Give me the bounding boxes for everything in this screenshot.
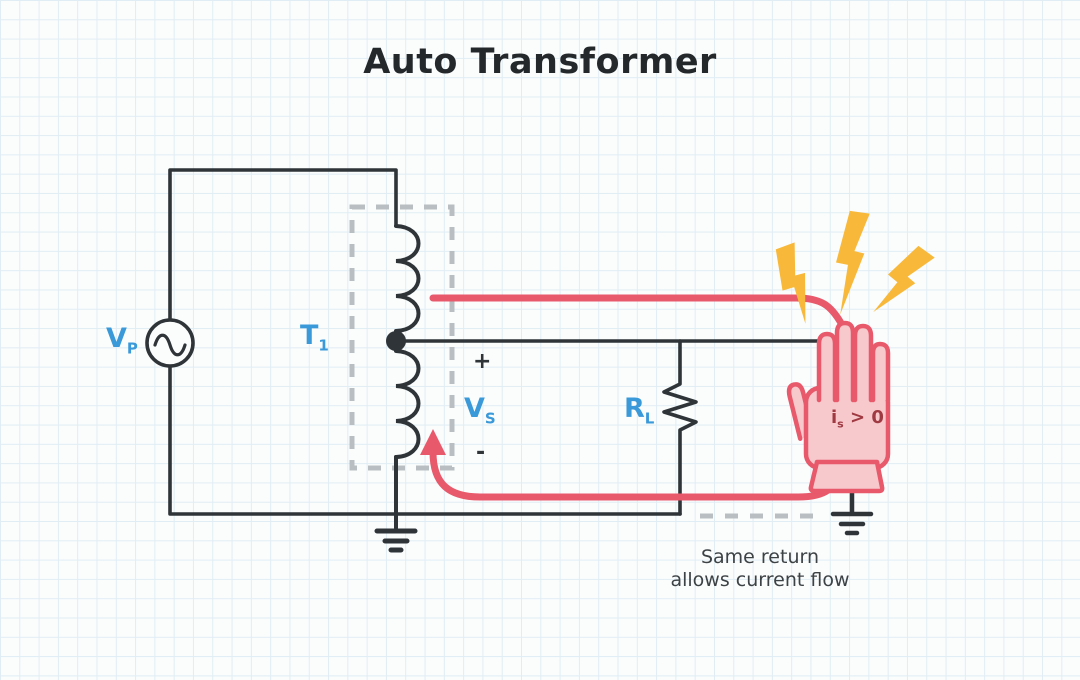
hand-finger-1 [816,331,838,403]
label-is-sub: s [837,417,844,431]
coil-upper-winding [394,224,421,333]
page-title: Auto Transformer [363,42,717,82]
caption-same-return: Same return allows current flow [650,546,870,592]
label-minus: - [476,440,486,465]
hot-current-path [429,294,853,339]
sine-wave-icon [153,333,187,357]
lightning-bolt-right-icon [873,245,935,313]
label-t1-main: T [300,320,319,351]
label-is-rest: > 0 [843,407,884,428]
ground-symbol-transformer [374,528,418,553]
label-plus: + [473,349,492,374]
shock-lightning [775,210,935,324]
label-vp-main: V [106,323,127,354]
label-vp-sub: P [126,339,138,358]
caption-line-2: allows current flow [670,568,850,591]
label-vs-main: V [464,393,485,424]
hand-finger-4 [870,341,891,403]
label-secondary-voltage: VS [464,393,496,427]
hand-cuff [808,459,885,494]
wire-bottom [168,364,682,516]
load-resistor [662,339,698,516]
label-vs-sub: S [484,409,496,428]
enclosure-dashed-box [349,204,455,471]
label-load-resistor: RL [624,393,654,427]
tap-junction-dot [386,331,406,351]
lightning-bolt-middle-icon [836,210,870,315]
return-current-path [429,448,844,501]
ground-symbol-earth [830,489,874,536]
hand-finger-2 [834,320,856,403]
label-secondary-current: is > 0 [831,407,884,431]
label-transformer: T1 [300,320,329,354]
hand-finger-3 [852,323,874,403]
wire-top [168,168,398,322]
label-t1-sub: 1 [318,336,329,355]
hand-illustration [786,320,891,494]
transformer-coil [394,224,421,530]
label-primary-voltage: VP [106,323,138,357]
coil-lower-winding [394,349,421,459]
label-rl-main: R [624,393,645,424]
lightning-bolt-left-icon [775,242,806,324]
return-current-arrow [420,429,446,455]
ac-source [145,318,195,368]
caption-line-1: Same return [700,546,820,568]
label-rl-sub: L [644,409,655,428]
label-is-main: i [831,407,838,428]
